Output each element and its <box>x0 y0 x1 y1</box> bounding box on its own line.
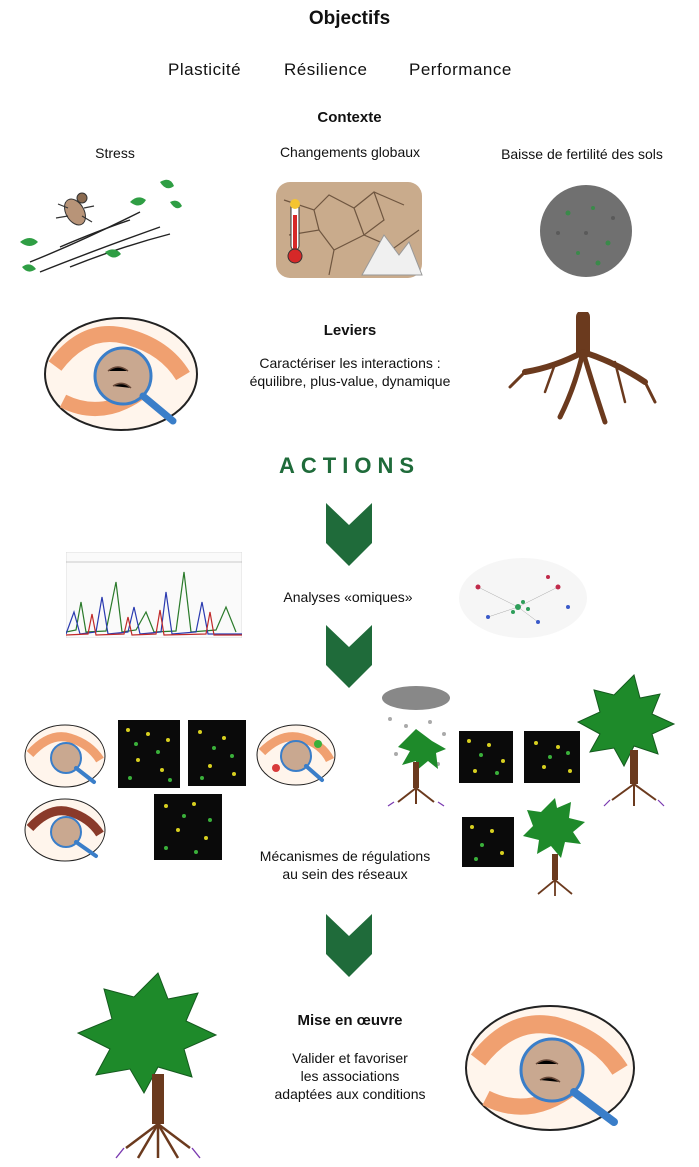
microbe-magnifier-illustration-2 <box>464 1004 636 1132</box>
mechanisms-line1: Mécanismes de régulations <box>230 847 460 865</box>
objectif-performance: Performance <box>409 60 512 80</box>
mise-en-oeuvre-title: Mise en œuvre <box>240 1012 460 1029</box>
mise-line3: adaptées aux conditions <box>240 1085 460 1103</box>
soil-disc-illustration <box>538 183 634 279</box>
leviers-line1: Caractériser les interactions : <box>220 354 480 372</box>
contexte-stress: Stress <box>60 144 170 162</box>
microarray-illustration-1 <box>118 720 180 788</box>
microbe-magnifier-illustration-small-1 <box>24 724 106 788</box>
tree-small-illustration <box>520 794 590 898</box>
microbe-magnifier-illustration-1 <box>43 316 199 432</box>
tree-rain-illustration <box>378 684 454 808</box>
tree-large-illustration-2 <box>68 968 246 1164</box>
stress-insect-illustration <box>10 172 200 282</box>
mise-line1: Valider et favoriser <box>240 1049 460 1067</box>
actions-title: ACTIONS <box>0 453 699 479</box>
microarray-illustration-6 <box>462 817 514 867</box>
mechanisms-line2: au sein des réseaux <box>230 865 460 883</box>
objectifs-title: Objectifs <box>0 8 699 30</box>
network-graph-illustration <box>458 557 588 639</box>
roots-illustration <box>505 312 657 430</box>
microarray-illustration-5 <box>524 731 580 783</box>
tree-large-illustration-1 <box>574 670 698 810</box>
chromatogram-illustration <box>66 552 242 638</box>
microbe-magnifier-illustration-small-3 <box>24 798 106 862</box>
contexte-title: Contexte <box>0 109 699 126</box>
objectif-resilience: Résilience <box>284 60 367 80</box>
leviers-line2: équilibre, plus-value, dynamique <box>220 372 480 390</box>
contexte-fertilite: Baisse de fertilité des sols <box>472 145 692 163</box>
chevron-down-icon-2 <box>326 625 372 688</box>
contexte-changements: Changements globaux <box>240 143 460 161</box>
cracked-earth-thermometer-illustration <box>274 180 424 280</box>
microarray-illustration-2 <box>188 720 246 786</box>
omics-label: Analyses «omiques» <box>248 588 448 606</box>
chevron-down-icon-1 <box>326 503 372 566</box>
objectif-plasticite: Plasticité <box>168 60 241 80</box>
microarray-illustration-4 <box>459 731 513 783</box>
microarray-illustration-3 <box>154 794 222 860</box>
mise-line2: les associations <box>240 1067 460 1085</box>
microbe-magnifier-illustration-small-2 <box>256 724 336 786</box>
leviers-title: Leviers <box>240 322 460 339</box>
chevron-down-icon-3 <box>326 914 372 977</box>
